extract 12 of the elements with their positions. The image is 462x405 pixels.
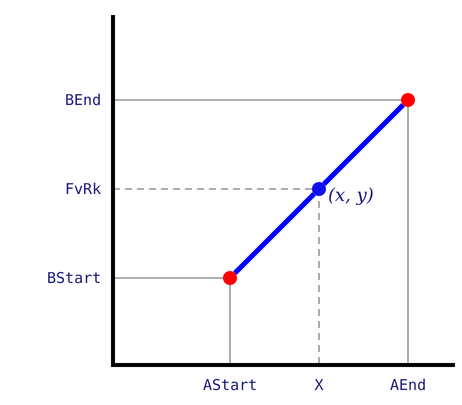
axis-label: AStart [203, 376, 258, 394]
point-label: (x, y) [328, 185, 374, 206]
axis-label: BEnd [65, 91, 102, 109]
data-point [223, 271, 237, 285]
data-point [401, 93, 415, 107]
axis-label: BStart [47, 269, 102, 287]
axis-label: AEnd [390, 376, 426, 394]
data-point [312, 182, 326, 196]
interpolation-line [322, 103, 405, 186]
axis-label: X [314, 376, 324, 394]
axis-label: FvRk [65, 180, 102, 198]
interpolation-line [233, 192, 316, 275]
